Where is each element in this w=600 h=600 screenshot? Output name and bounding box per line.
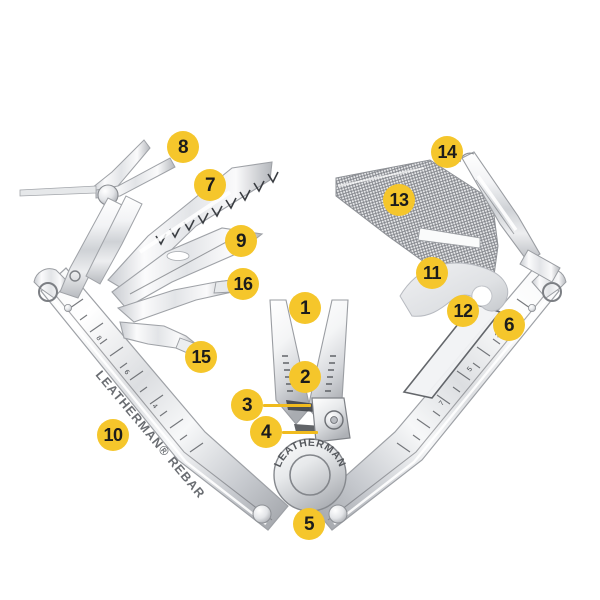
- callout-badge-16[interactable]: 16: [227, 268, 259, 300]
- callout-badge-14[interactable]: 14: [431, 136, 463, 168]
- plier-teeth: [282, 355, 336, 392]
- callout-badge-8[interactable]: 8: [167, 131, 199, 163]
- callout-badge-2[interactable]: 2: [289, 361, 321, 393]
- svg-text:8: 8: [94, 335, 102, 343]
- callout-badge-9[interactable]: 9: [225, 225, 257, 257]
- callout-badge-11[interactable]: 11: [416, 257, 448, 289]
- callout-badge-1[interactable]: 1: [289, 292, 321, 324]
- callout-badge-7[interactable]: 7: [194, 169, 226, 201]
- callout-badge-5[interactable]: 5: [293, 508, 325, 540]
- file-tool: [335, 159, 499, 291]
- callout-badge-15[interactable]: 15: [185, 341, 217, 373]
- svg-text:7: 7: [438, 400, 446, 408]
- callout-badge-4[interactable]: 4: [250, 416, 282, 448]
- callout-badge-3[interactable]: 3: [231, 389, 263, 421]
- callout-leader-line-3: [263, 403, 311, 407]
- awl-punch-tool: [459, 151, 561, 283]
- svg-text:6: 6: [122, 369, 130, 377]
- callout-badge-12[interactable]: 12: [447, 295, 479, 327]
- callout-badge-10[interactable]: 10: [97, 419, 129, 451]
- callout-leader-line-4: [282, 430, 318, 434]
- callout-badge-6[interactable]: 6: [493, 309, 525, 341]
- scissors-tool: [19, 139, 176, 299]
- callout-badge-13[interactable]: 13: [383, 184, 415, 216]
- svg-text:4: 4: [150, 403, 158, 411]
- svg-text:5: 5: [466, 366, 474, 374]
